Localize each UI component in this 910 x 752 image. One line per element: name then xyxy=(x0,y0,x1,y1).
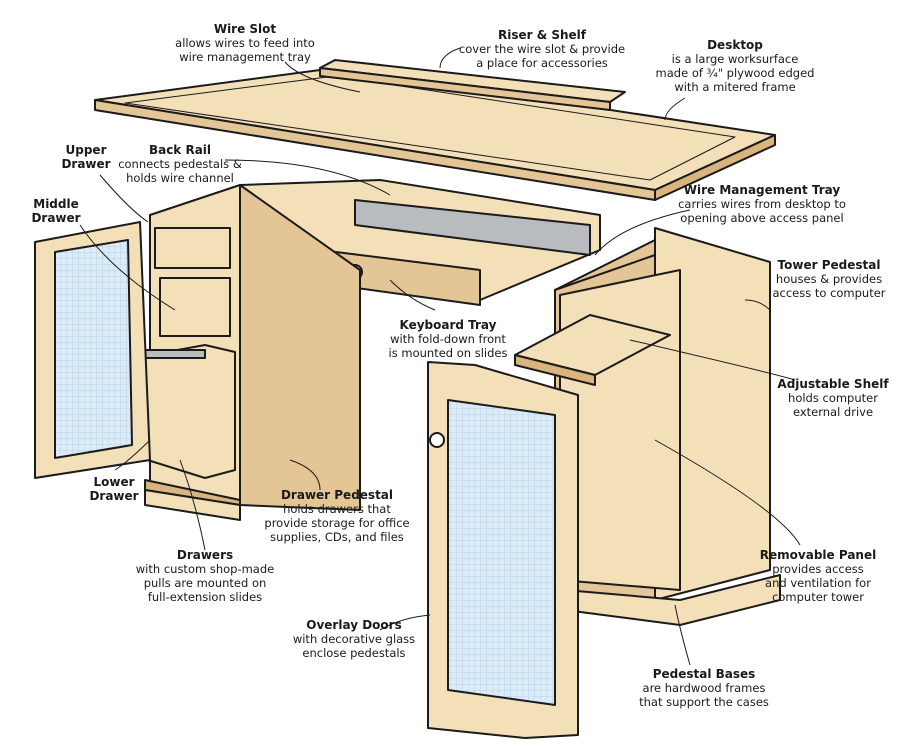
label-line: connects pedestals & xyxy=(118,157,242,171)
label-line: that support the cases xyxy=(639,695,769,709)
label-line: holds drawers that xyxy=(283,502,391,516)
label-title: Drawers xyxy=(176,548,234,562)
label-drawer-pedestal: Drawer Pedestal holds drawers that provi… xyxy=(264,488,409,544)
label-title: Adjustable Shelf xyxy=(777,377,889,391)
tower-pedestal-part xyxy=(554,227,781,626)
label-line: Drawer xyxy=(89,489,139,503)
label-title: Desktop xyxy=(707,38,763,52)
label-line: with a mitered frame xyxy=(674,80,796,94)
label-desktop: Desktop is a large worksurface made of ¾… xyxy=(656,38,815,94)
label-line: Drawer xyxy=(31,211,81,225)
label-line: provide storage for office xyxy=(264,516,410,530)
label-line: with decorative glass xyxy=(292,632,416,646)
adjustable-shelf-part xyxy=(514,314,671,386)
label-title: Drawer Pedestal xyxy=(280,488,394,502)
label-title: Pedestal Bases xyxy=(652,667,756,681)
leader-lines xyxy=(79,47,801,666)
label-title: Removable Panel xyxy=(759,548,877,562)
label-title: Back Rail xyxy=(148,143,212,157)
label-line: cover the wire slot & provide xyxy=(458,42,626,56)
label-line: computer tower xyxy=(772,590,864,604)
label-title: Lower xyxy=(93,475,135,489)
label-title: Keyboard Tray xyxy=(399,318,497,332)
label-title: Riser & Shelf xyxy=(497,28,587,42)
label-line: pulls are mounted on xyxy=(143,576,267,590)
label-upper-drawer: Upper Drawer xyxy=(61,143,110,171)
desktop-part xyxy=(94,67,776,201)
label-keyboard-tray: Keyboard Tray with fold-down front is mo… xyxy=(389,318,508,360)
label-line: holds wire channel xyxy=(126,171,234,185)
label-line: with custom shop-made xyxy=(135,562,275,576)
label-line: holds computer xyxy=(788,391,878,405)
label-line: is a large worksurface xyxy=(671,52,799,66)
label-line: access to computer xyxy=(772,286,886,300)
label-title: Tower Pedestal xyxy=(777,258,881,272)
label-line: external drive xyxy=(792,405,874,419)
label-line: carries wires from desktop to xyxy=(678,197,846,211)
label-line: are hardwood frames xyxy=(642,681,766,695)
label-removable-panel: Removable Panel provides access and vent… xyxy=(760,548,876,604)
label-drawers: Drawers with custom shop-made pulls are … xyxy=(136,548,274,604)
label-back-rail: Back Rail connects pedestals & holds wir… xyxy=(118,143,242,185)
label-wire-slot: Wire Slot allows wires to feed into wire… xyxy=(175,22,315,64)
overlay-door-part xyxy=(427,361,579,739)
label-line: a place for accessories xyxy=(476,56,608,70)
label-adjustable-shelf: Adjustable Shelf holds computer external… xyxy=(777,377,888,419)
label-title: Wire Slot xyxy=(213,22,277,36)
label-line: Drawer xyxy=(61,157,111,171)
label-tower-pedestal: Tower Pedestal houses & provides access … xyxy=(772,258,885,300)
label-line: houses & provides xyxy=(775,272,883,286)
label-riser-shelf: Riser & Shelf cover the wire slot & prov… xyxy=(459,28,625,70)
label-line: made of ¾" plywood edged xyxy=(655,66,815,80)
label-middle-drawer: Middle Drawer xyxy=(31,197,80,225)
label-line: provides access xyxy=(772,562,864,576)
label-lower-drawer: Lower Drawer xyxy=(89,475,138,503)
label-title: Middle xyxy=(33,197,79,211)
label-line: is mounted on slides xyxy=(388,346,508,360)
label-line: allows wires to feed into xyxy=(175,36,315,50)
label-line: full-extension slides xyxy=(147,590,263,604)
label-pedestal-bases: Pedestal Bases are hardwood frames that … xyxy=(639,667,769,709)
label-line: supplies, CDs, and files xyxy=(270,530,404,544)
left-door-part xyxy=(34,221,151,479)
label-line: with fold-down front xyxy=(390,332,506,346)
riser-shelf-part xyxy=(319,59,626,111)
label-title: Wire Management Tray xyxy=(683,183,841,197)
label-title: Overlay Doors xyxy=(306,618,402,632)
label-title: Upper xyxy=(65,143,107,157)
label-wire-management-tray: Wire Management Tray carries wires from … xyxy=(678,183,846,225)
label-line: opening above access panel xyxy=(680,211,844,225)
label-overlay-doors: Overlay Doors with decorative glass encl… xyxy=(293,618,415,660)
label-line: wire management tray xyxy=(179,50,311,64)
label-line: and ventilation for xyxy=(765,576,871,590)
label-line: enclose pedestals xyxy=(302,646,406,660)
